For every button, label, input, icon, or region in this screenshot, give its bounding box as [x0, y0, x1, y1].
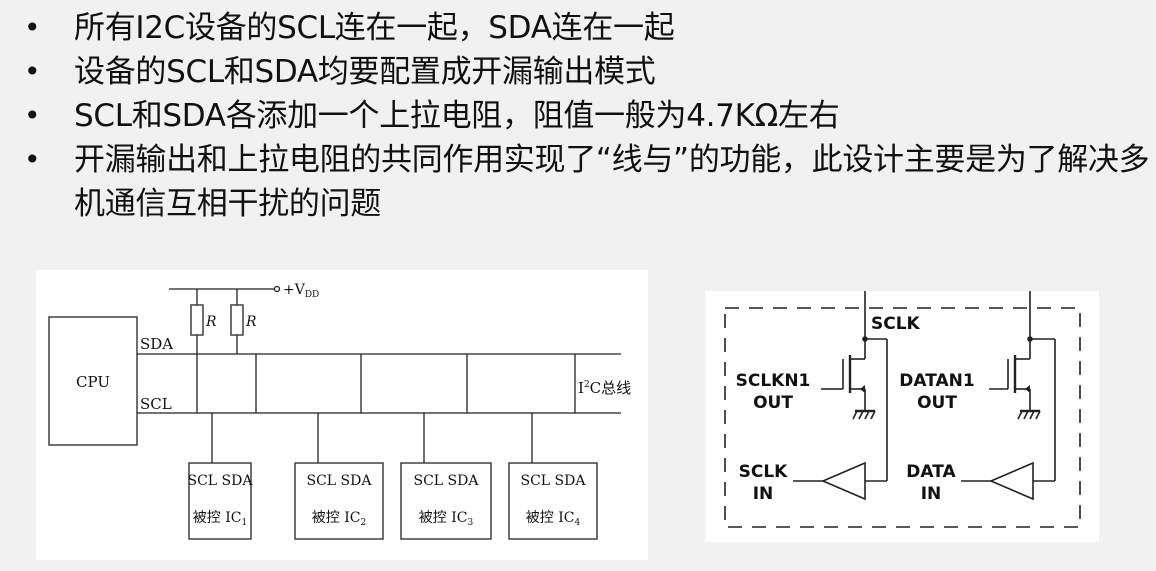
ic-name: 被控 IC: [526, 510, 575, 526]
bullet-item: • 设备的SCL和SDA均要配置成开漏输出模式: [22, 50, 1152, 94]
sclk-junction: [862, 336, 868, 342]
resistor-1: [190, 304, 204, 336]
ic-box-4: [508, 462, 598, 540]
ic-sub: 3: [467, 518, 473, 528]
ic-box-2: [294, 462, 384, 540]
resistor-label: R: [245, 314, 257, 330]
ic-name-label: 被控 IC4: [526, 510, 581, 528]
vdd-label: +VDD: [283, 282, 319, 300]
datan1-out-label: OUT: [917, 393, 957, 413]
sclkn1-out-label: OUT: [753, 393, 793, 413]
bullet-dot: •: [24, 11, 41, 44]
sclkn1-label: SCLKN1: [736, 371, 811, 391]
resistor-label: R: [205, 314, 217, 330]
i2c-bus-svg: CPU SDA SCL +VDD R R I2C总线 SCL SDA 被控 IC…: [48, 282, 631, 540]
data-in-label: DATA: [906, 462, 956, 482]
cpu-label: CPU: [76, 373, 110, 391]
sclk-in-label-2: IN: [753, 484, 774, 504]
scl-label: SCL: [140, 395, 172, 413]
vdd-terminal: [273, 285, 281, 293]
bus-label-sup: 2: [584, 380, 590, 390]
bullet-dot: •: [24, 99, 41, 132]
chip-boundary: [724, 307, 1081, 528]
sda-label: SDA: [140, 335, 173, 353]
bullet-text: 设备的SCL和SDA均要配置成开漏输出模式: [74, 54, 656, 90]
bullet-item: • SCL和SDA各添加一个上拉电阻，阻值一般为4.7KΩ左右: [22, 94, 1152, 138]
bullet-list: • 所有I2C设备的SCL连在一起，SDA连在一起 • 设备的SCL和SDA均要配置…: [22, 6, 1152, 226]
ic-name: 被控 IC: [193, 510, 242, 526]
vdd-label-sub: DD: [305, 290, 319, 300]
i2c-bus-diagram: CPU SDA SCL +VDD R R I2C总线 SCL SDA 被控 IC…: [36, 270, 648, 560]
open-drain-circuit: SCLK SCLKN1 OUT DATAN1 OUT SCLK IN DATA …: [705, 291, 1099, 542]
ic-sub: 2: [360, 518, 366, 528]
bus-label: I2C总线: [578, 379, 631, 397]
ic-name: 被控 IC: [312, 510, 361, 526]
ic-name: 被控 IC: [419, 510, 468, 526]
ic-pins-label: SCL SDA: [307, 473, 373, 489]
ic-box-1: [188, 462, 252, 540]
ic-pins-label: SCL SDA: [188, 473, 254, 489]
bullet-text: SCL和SDA各添加一个上拉电阻，阻值一般为4.7KΩ左右: [74, 98, 840, 134]
bullet-dot: •: [24, 55, 41, 88]
ic-name-label: 被控 IC1: [193, 510, 247, 528]
ic-name-label: 被控 IC2: [312, 510, 366, 528]
cpu-box: [48, 316, 138, 446]
bullet-item: • 开漏输出和上拉电阻的共同作用实现了“线与”的功能，此设计主要是为了解决多机通信…: [22, 138, 1152, 226]
bullet-text: 所有I2C设备的SCL连在一起，SDA连在一起: [74, 10, 675, 46]
bullet-item: • 所有I2C设备的SCL连在一起，SDA连在一起: [22, 6, 1152, 50]
datan1-label: DATAN1: [899, 371, 974, 391]
bus-label-pre: I: [578, 379, 584, 397]
ic-name-label: 被控 IC3: [419, 510, 474, 528]
bus-label-post: C总线: [590, 379, 631, 397]
resistor-2: [230, 304, 244, 336]
vdd-label-main: +V: [283, 282, 306, 298]
sclk-input-buffer: [820, 461, 866, 501]
ic-sub: 1: [241, 518, 247, 528]
data-in-label-2: IN: [921, 484, 942, 504]
open-drain-svg: SCLK SCLKN1 OUT DATAN1 OUT SCLK IN DATA …: [724, 291, 1081, 528]
ic-pins-label: SCL SDA: [414, 473, 480, 489]
ic-pins-label: SCL SDA: [521, 473, 587, 489]
bullet-dot: •: [24, 143, 41, 176]
ic-box-3: [400, 462, 492, 540]
bullet-text: 开漏输出和上拉电阻的共同作用实现了“线与”的功能，此设计主要是为了解决多机通信互…: [74, 142, 1150, 222]
data-input-buffer: [988, 461, 1034, 501]
ic-sub: 4: [574, 518, 580, 528]
sclk-in-label: SCLK: [739, 462, 789, 482]
sclk-top-label: SCLK: [871, 314, 921, 334]
data-junction: [1027, 336, 1033, 342]
